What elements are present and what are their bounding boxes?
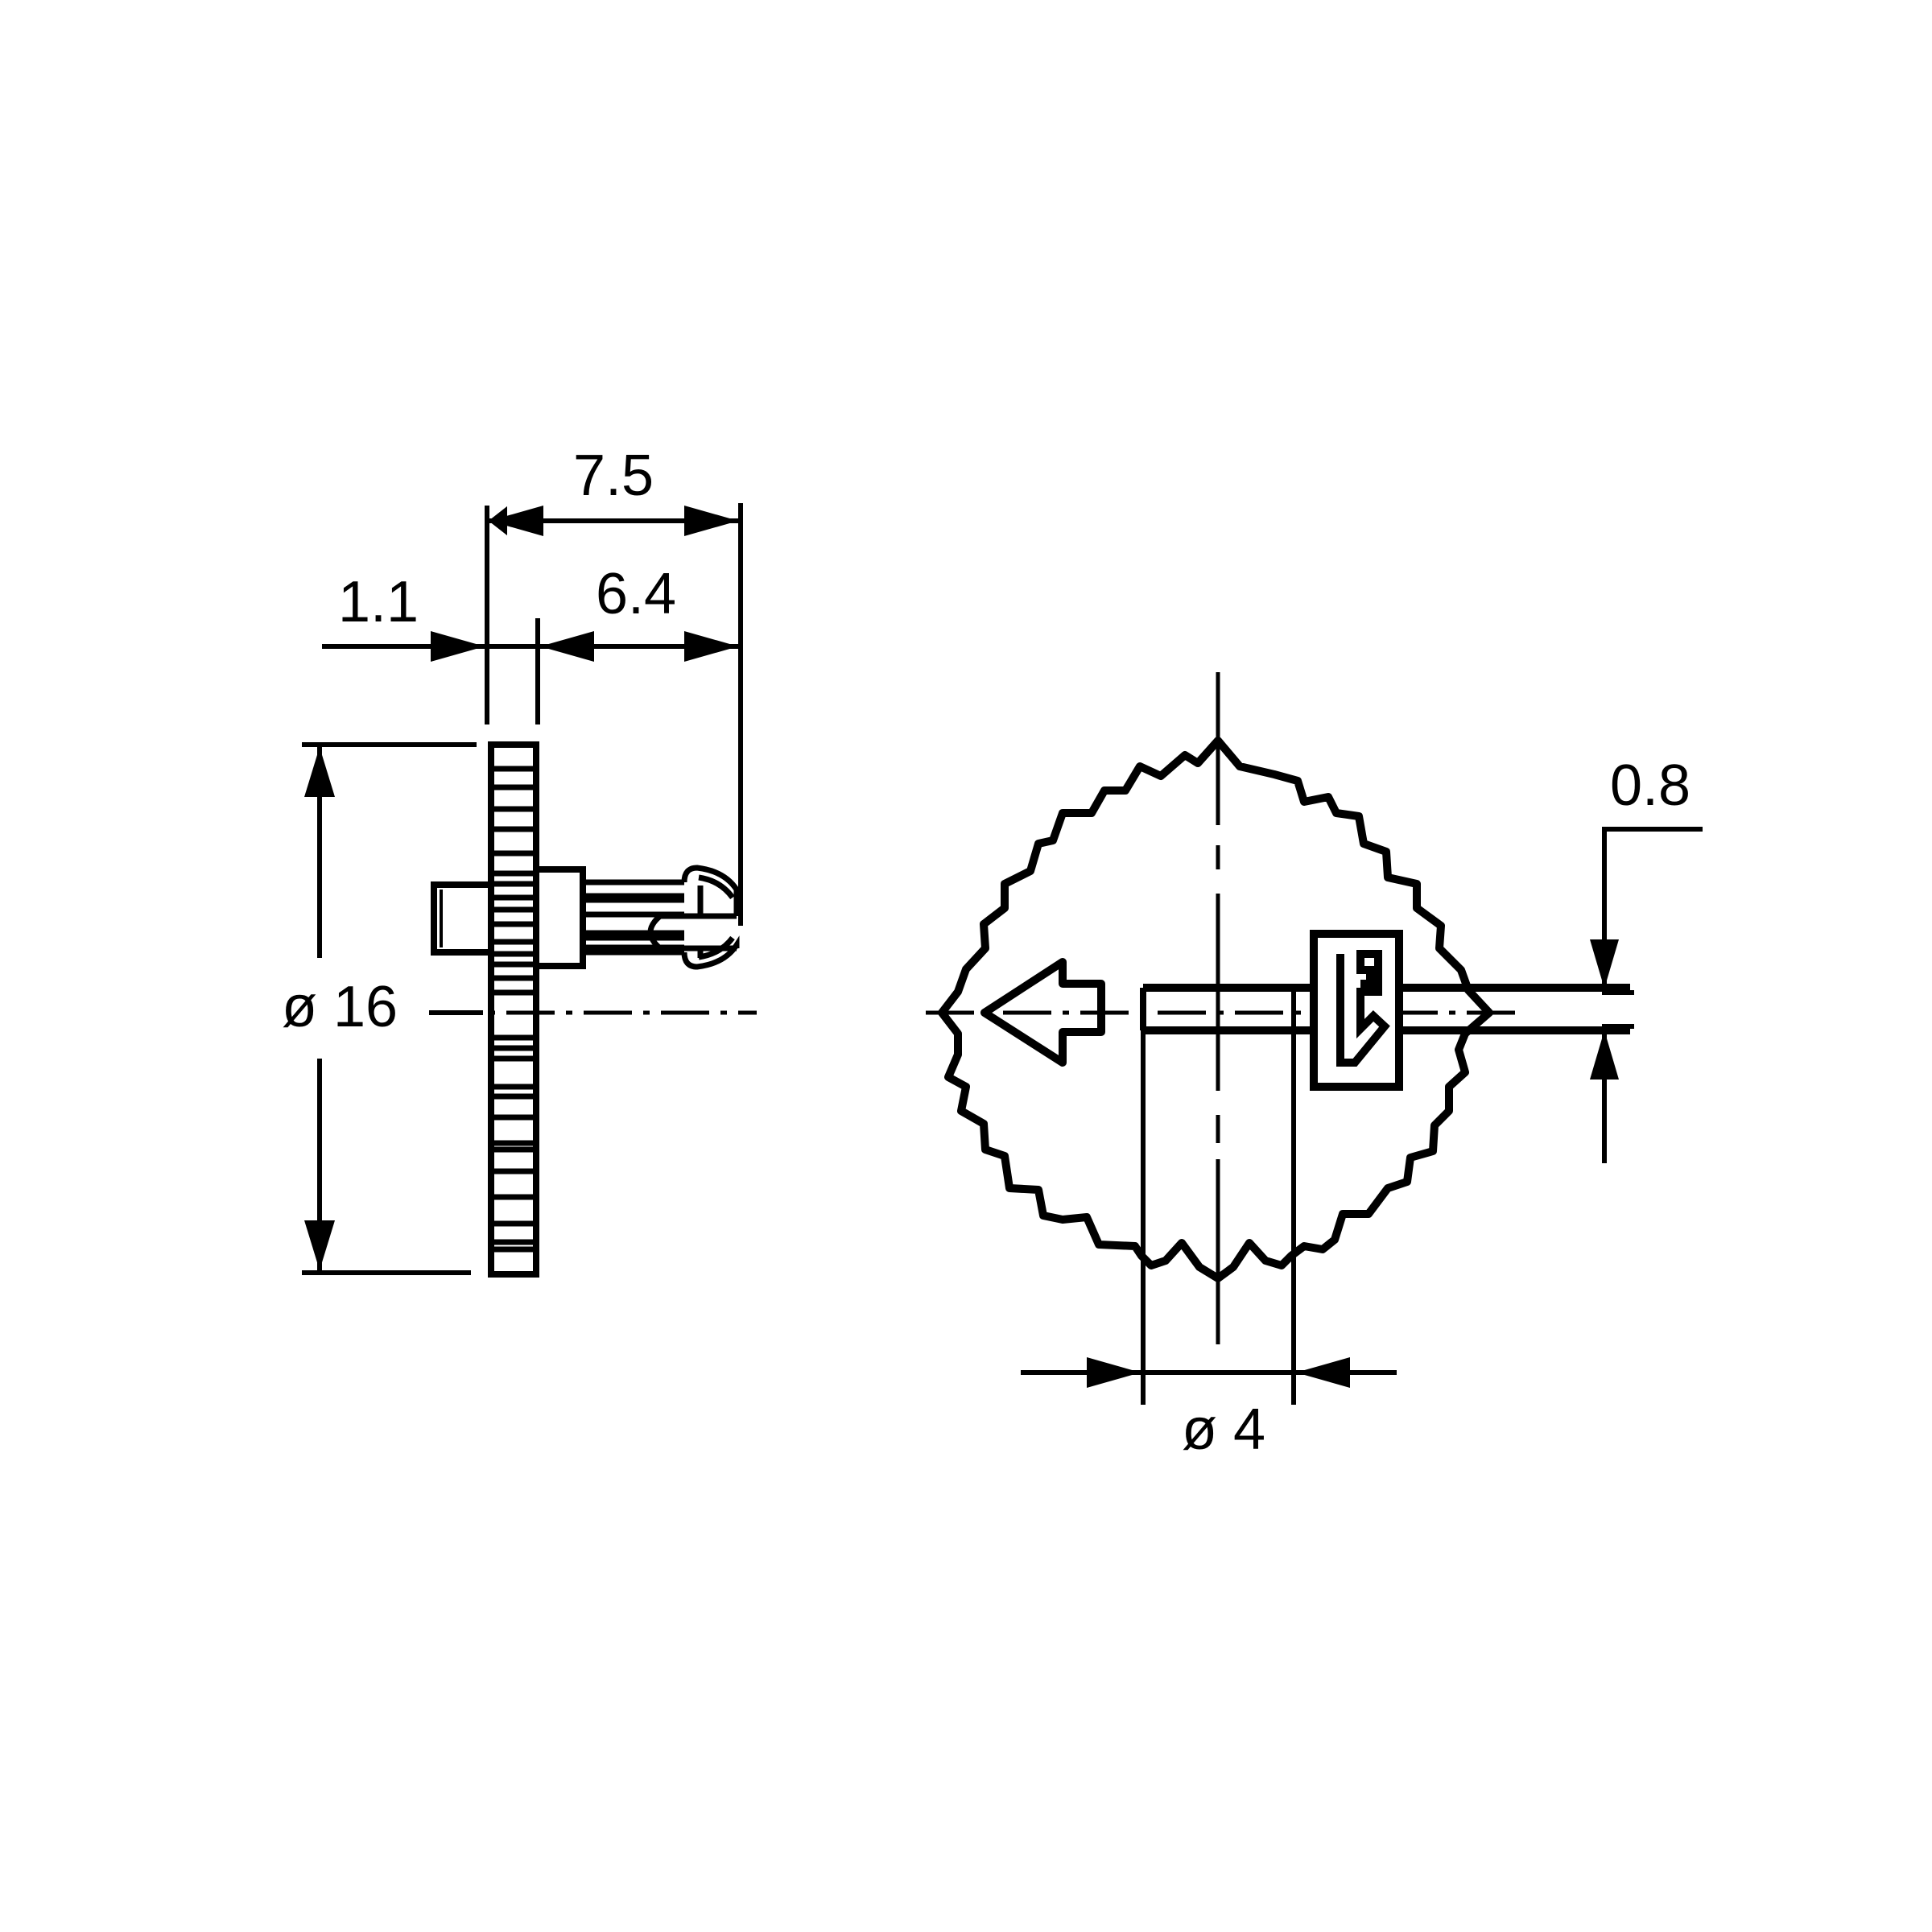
arrow-marker-icon: [980, 958, 1105, 1067]
dimension-label-6-4: 6.4: [596, 562, 676, 626]
front-view: ø 4 0.8: [926, 672, 1703, 1462]
side-view: 7.5 1.1 6.4 ø 16: [282, 444, 757, 1278]
dimension-label-diameter-4: ø 4: [1182, 1397, 1265, 1462]
dimension-wheel-diameter: ø 16: [282, 742, 483, 1275]
dimension-marker-width: 0.8: [1590, 753, 1703, 1163]
logo-mark-icon: [1310, 930, 1403, 1091]
arrowhead-icon: [684, 631, 738, 662]
arrowhead-icon: [1590, 1030, 1619, 1080]
dimension-shaft-diameter: ø 4: [1021, 1357, 1397, 1462]
arrowhead-icon: [489, 506, 543, 536]
snap-pin: [583, 865, 740, 970]
rear-boss: [431, 881, 494, 956]
dimension-label-diameter-16: ø 16: [282, 975, 398, 1039]
arrowhead-icon: [1590, 939, 1619, 989]
arrowhead-icon: [540, 631, 594, 662]
hub-collar: [533, 866, 586, 969]
knurled-wheel-side: [488, 741, 539, 1278]
shaft-bar: [1140, 984, 1630, 1034]
arrowhead-icon: [304, 1220, 335, 1270]
arrowhead-icon: [304, 747, 335, 797]
arrowhead-icon: [684, 506, 738, 536]
dimension-label-1-1: 1.1: [338, 570, 419, 634]
dimension-overall-length: 7.5: [487, 444, 741, 536]
dimension-label-0-8: 0.8: [1610, 753, 1690, 818]
arrowhead-icon: [1087, 1357, 1141, 1388]
dimension-wheel-and-pin: 1.1 6.4: [322, 562, 741, 662]
dimension-label-7-5: 7.5: [573, 444, 654, 508]
arrowhead-icon: [431, 631, 485, 662]
serrated-wheel-outline: [938, 737, 1493, 1282]
arrowhead-icon: [1296, 1357, 1350, 1388]
